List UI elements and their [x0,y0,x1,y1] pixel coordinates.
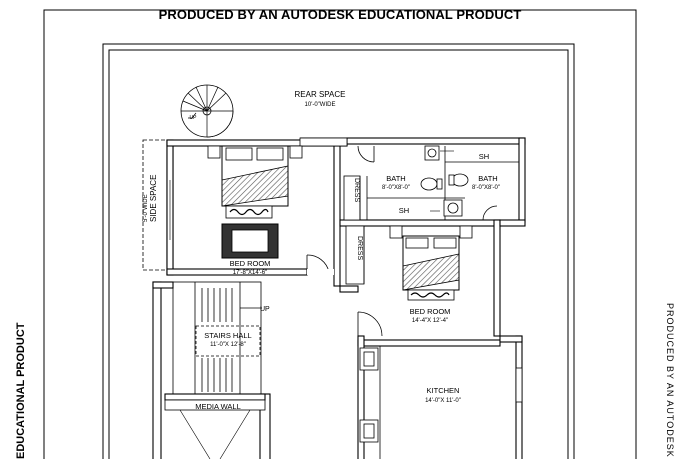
media-wall-lines [179,409,251,459]
door-bath1 [357,145,375,163]
bath2-dim: 8'-0"X8'-0" [472,185,500,191]
plot-boundary [102,43,575,459]
stairs-hall-label: STAIRS HALL [204,331,251,340]
stair-steps [172,281,262,395]
plot-boundary-inner [108,49,569,459]
rear-space-label: REAR SPACE [295,90,346,99]
media-wall-label: MEDIA WALL [195,402,241,411]
side-space-dim: 5'-0"WIDE [143,194,149,222]
stairs-up-label: UP [260,306,270,313]
bath1-label: BATH [386,174,405,183]
door-bedroom1 [306,254,334,275]
tv-unit-1 [221,223,279,259]
bedroom2-dim: 14'-4"X 12'-4" [412,318,448,324]
spiral-up-label: UP [190,115,198,121]
rear-space-dim: 10'-0"WIDE [305,102,336,108]
side-space-outline [142,139,168,271]
spiral-stair [180,84,234,138]
bath-1-fixtures [367,145,465,199]
bed-2 [389,225,473,301]
bedroom1-label: BED ROOM [230,259,271,268]
sh1-label: SH [479,152,489,161]
side-space-label: SIDE SPACE [149,175,158,222]
sheet-border [43,9,637,459]
bath-2-fixtures [443,146,519,221]
kitchen-fixtures [359,345,523,459]
door-bedroom2 [357,311,383,337]
bedroom2-label: BED ROOM [410,307,451,316]
bath1-dim: 8'-0"X8'-0" [382,185,410,191]
dress1-label: DRESS [353,178,360,202]
bed-1 [207,145,303,219]
stairs-hall-dim: 11'-0"X 12'-8" [210,342,246,348]
sh2-label: SH [399,206,409,215]
window-rear [299,137,348,147]
kitchen-dim: 14'-0"X 11'-0" [425,398,461,404]
bath2-label: BATH [478,174,497,183]
bedroom1-dim: 17'-8"X14'-6" [233,270,268,276]
kitchen-label: KITCHEN [427,386,460,395]
media-wall-panel [164,399,266,411]
dress2-label: DRESS [356,236,363,260]
watermark-top: PRODUCED BY AN AUTODESK EDUCATIONAL PROD… [158,7,522,22]
